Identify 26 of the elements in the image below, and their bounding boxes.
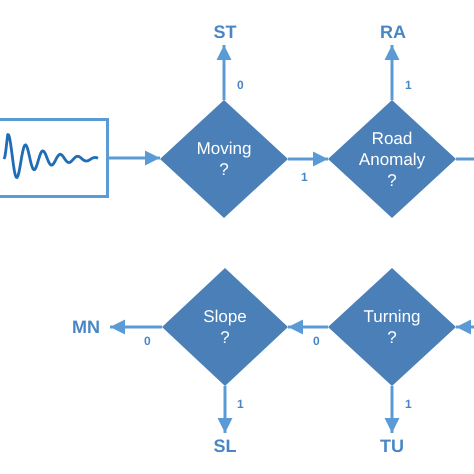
outcome-label: TU: [380, 434, 404, 458]
edge-label: 1: [300, 170, 309, 184]
edge-label: 0: [312, 334, 321, 348]
edge-label: 1: [404, 78, 413, 92]
decision-text: Turning ?: [363, 306, 420, 348]
decision-text: Moving ?: [196, 138, 252, 180]
edge-label: 0: [143, 334, 152, 348]
outcome-label: RA: [380, 20, 406, 44]
arrow: [288, 152, 328, 166]
edge-label: 0: [236, 78, 245, 92]
signal-box: [0, 118, 109, 198]
edge-label: 1: [404, 397, 413, 411]
decision-text: Slope ?: [203, 306, 247, 348]
arrow: [216, 45, 232, 100]
arrow: [110, 320, 162, 334]
outcome-label: ST: [213, 20, 236, 44]
outcome-label: MN: [72, 316, 100, 338]
arrow: [109, 150, 160, 166]
decision-text: Road Anomaly ?: [358, 128, 426, 190]
arrow: [456, 320, 474, 334]
arrow: [218, 386, 232, 433]
arrow: [384, 45, 400, 100]
arrow: [288, 320, 328, 334]
edge-label: 1: [236, 397, 245, 411]
outcome-label: SL: [213, 434, 236, 458]
arrow: [384, 386, 400, 433]
